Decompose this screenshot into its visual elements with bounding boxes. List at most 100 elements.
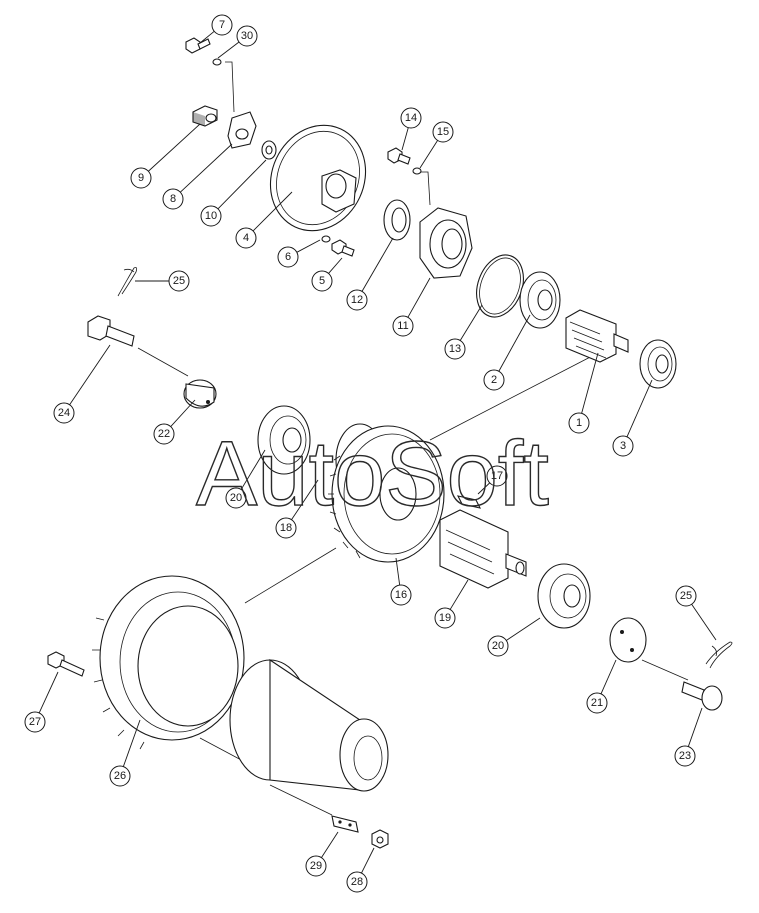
part-16-gear — [328, 425, 445, 563]
callout-circle — [483, 369, 505, 391]
callout-26: 26 — [109, 719, 141, 787]
callout-3: 3 — [612, 379, 653, 457]
callout-30: 30 — [217, 25, 258, 59]
callout-circle — [346, 871, 368, 893]
callout-leader — [252, 191, 293, 232]
part-17-key — [456, 495, 482, 509]
part-27-bolt — [47, 651, 85, 677]
callout-circle — [444, 338, 466, 360]
callout-number: 9 — [138, 172, 144, 184]
callout-circle — [130, 167, 152, 189]
callout-leader — [69, 344, 111, 405]
callout-16: 16 — [390, 557, 412, 606]
callout-leader — [122, 719, 141, 767]
callout-number: 30 — [241, 30, 253, 42]
callout-5: 5 — [311, 257, 343, 292]
part-20-bearing-left — [257, 405, 311, 475]
callout-circle — [568, 412, 590, 434]
callout-20: 20 — [225, 449, 266, 509]
part-15-washer — [412, 167, 422, 175]
callout-number: 5 — [319, 275, 325, 287]
part-5-bolt — [331, 239, 355, 257]
callout-25: 25 — [135, 270, 190, 292]
callout-circle — [277, 246, 299, 268]
part-20-bearing-right — [537, 563, 591, 629]
callout-leader — [296, 239, 321, 253]
callout-number: 26 — [114, 770, 126, 782]
watermark-text: AutoSoft — [196, 423, 549, 525]
callout-leader — [199, 30, 215, 44]
callout-19: 19 — [434, 579, 469, 629]
part-3-bearing — [639, 339, 677, 389]
callout-number: 17 — [491, 470, 503, 482]
callout-circle — [675, 585, 697, 607]
callout-number: 1 — [576, 417, 582, 429]
callout-circle — [311, 270, 333, 292]
callout-leader — [626, 379, 653, 438]
callout-leader — [419, 140, 438, 169]
part-8-lock-plate — [227, 111, 257, 149]
callout-10: 10 — [200, 159, 267, 227]
callout-circle — [487, 635, 509, 657]
callout-number: 2 — [491, 374, 497, 386]
callout-leader — [459, 304, 483, 341]
callout-8: 8 — [162, 143, 233, 210]
callout-number: 22 — [158, 428, 170, 440]
callout-circle — [53, 402, 75, 424]
part-differential-housing — [229, 658, 389, 792]
callout-circle — [612, 435, 634, 457]
callout-leader — [148, 123, 201, 172]
callout-23: 23 — [674, 707, 703, 767]
callout-circle — [674, 745, 696, 767]
callout-circle — [153, 423, 175, 445]
callout-number: 29 — [310, 860, 322, 872]
callout-number: 19 — [439, 612, 451, 624]
part-25-cotter-pin-upper — [117, 267, 138, 297]
callout-12: 12 — [346, 237, 394, 311]
callout-circle — [432, 121, 454, 143]
callout-number: 16 — [395, 589, 407, 601]
callout-17: 17 — [477, 465, 508, 495]
callout-leader — [691, 604, 717, 641]
part-11-bearing-housing — [419, 207, 473, 279]
part-1-pinion-shaft — [565, 309, 629, 363]
callout-number: 14 — [405, 112, 417, 124]
callout-circle — [392, 315, 414, 337]
callout-15: 15 — [419, 121, 454, 169]
part-9-nut — [192, 105, 218, 127]
part-10-washer — [261, 140, 277, 160]
callout-number: 27 — [29, 716, 41, 728]
callout-circle — [200, 205, 222, 227]
callout-circle — [236, 25, 258, 47]
callout-circle — [109, 765, 131, 787]
callout-20: 20 — [487, 617, 541, 657]
callout-circle — [235, 227, 257, 249]
callout-number: 8 — [170, 193, 176, 205]
callout-leader — [240, 449, 266, 490]
part-28-nut — [371, 829, 389, 849]
callout-circle — [486, 465, 508, 487]
callout-circle — [434, 607, 456, 629]
callout-leader — [449, 579, 469, 610]
callout-number: 21 — [591, 697, 603, 709]
callout-circle — [225, 487, 247, 509]
part-25-cotter-pin-lower — [705, 641, 733, 669]
callout-1: 1 — [568, 352, 599, 434]
callout-circle — [346, 289, 368, 311]
callout-leader — [321, 831, 339, 858]
callout-leader — [506, 617, 541, 641]
callout-29: 29 — [305, 831, 339, 877]
callout-leader — [328, 257, 343, 274]
callout-number: 28 — [351, 876, 363, 888]
callout-number: 4 — [243, 232, 249, 244]
callout-circle — [24, 711, 46, 733]
callout-leader — [407, 277, 431, 318]
callout-leader — [217, 159, 267, 210]
part-26-ring-gear — [92, 575, 245, 750]
callout-9: 9 — [130, 123, 201, 189]
callout-circle — [305, 855, 327, 877]
part-13-oring — [476, 254, 524, 318]
callout-leader — [477, 482, 491, 495]
part-6-washer — [321, 235, 331, 243]
callout-circle — [211, 14, 233, 36]
